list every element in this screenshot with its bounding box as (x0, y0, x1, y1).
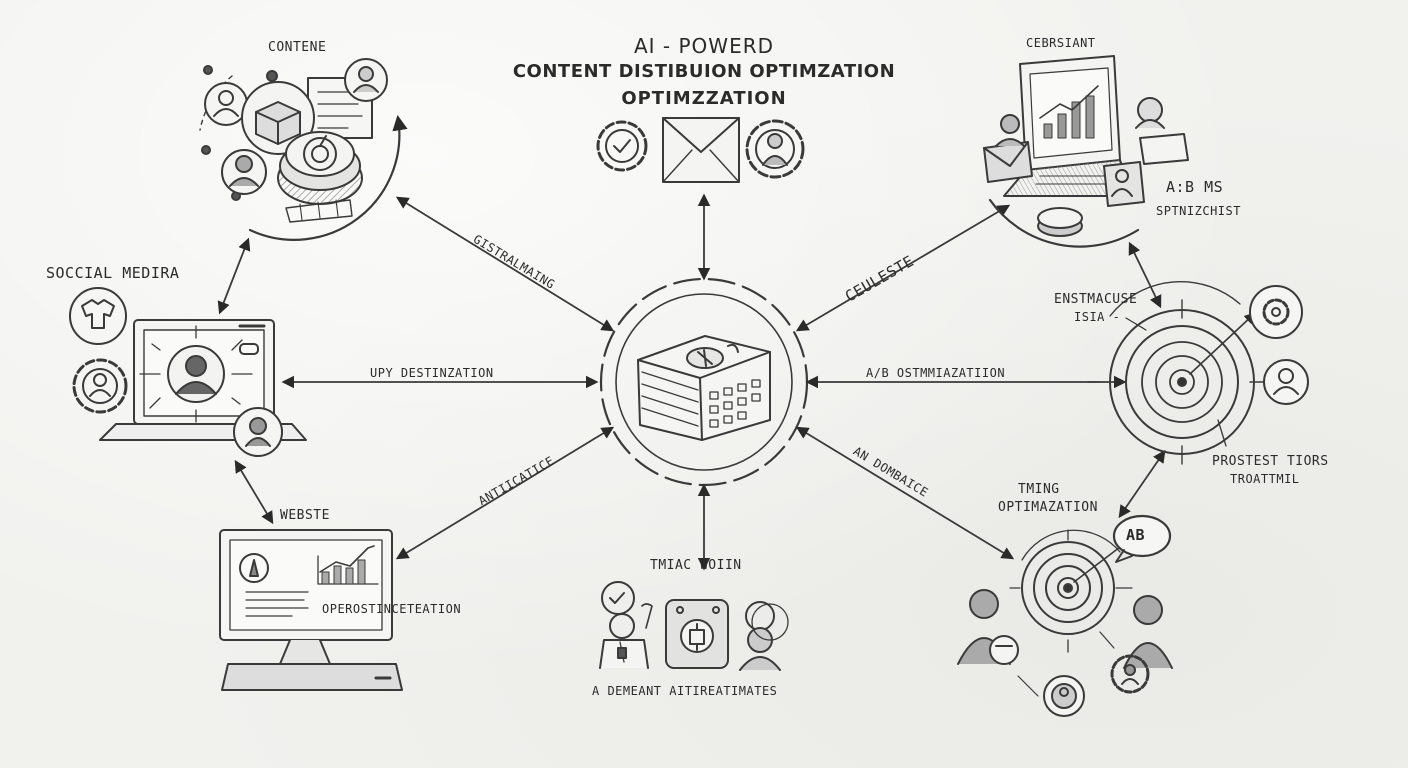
edge-target-timing (1120, 452, 1164, 516)
node-label-social-media: SOCCIAL MEDIRA (46, 264, 179, 282)
node-label-content: CONTENE (268, 40, 326, 55)
envelope-icon (663, 118, 739, 182)
node-label-top-right: CEBRSIANT (1026, 36, 1096, 50)
node-label-website: WEBSTE (280, 508, 330, 523)
timing-cluster (958, 516, 1172, 716)
node-label-right-mid-1: ENSTMACUSE (1054, 292, 1137, 307)
edge-label-left: UPY DESTINZATION (370, 366, 494, 380)
tablet-icon (666, 600, 728, 668)
envelope-icon (984, 142, 1032, 182)
top-right-cluster (984, 56, 1188, 247)
right-target-cluster (1088, 282, 1308, 464)
shirt-circle-icon (70, 288, 126, 344)
person-icon (996, 115, 1024, 146)
coin-stack-icon (1038, 208, 1082, 236)
edge-label-right: A/B OSTMMIAZATIION (866, 366, 1005, 380)
content-cluster (200, 59, 399, 240)
server-box-icon (638, 336, 770, 440)
person-circle-icon (1264, 360, 1308, 404)
bottom-center-cluster (600, 582, 788, 670)
person-circle-icon (222, 150, 266, 194)
person-circle-icon (740, 602, 788, 670)
person-figure-icon (600, 614, 648, 668)
node-label-bottom-center: A DEMEANT AITIREATIMATES (592, 684, 777, 698)
social-media-cluster (70, 288, 306, 456)
chat-check-icon (602, 582, 634, 614)
node-label-website-sub: OPEROSTINCETEATION (322, 602, 461, 616)
central-hub (601, 279, 807, 485)
title-line-3: OPTIMZZATION (0, 88, 1408, 109)
gear-circle-icon (1250, 286, 1302, 338)
node-label-right-mid-2: ISIA - (1074, 310, 1120, 324)
layered-target-icon (278, 132, 362, 204)
node-label-top-right-ab: A:B MS (1166, 178, 1223, 196)
node-label-timing-2: OPTIMAZATION (998, 500, 1098, 515)
person-figure-icon (990, 636, 1018, 664)
top-center-icons (598, 118, 803, 182)
gear-person-icon (74, 360, 126, 412)
edge-bottom-right (798, 428, 1012, 558)
title-line-2: CONTENT DISTIBUION OPTIMZATION (0, 61, 1408, 82)
person-circle-icon (1044, 676, 1084, 716)
edge-social-website (236, 462, 272, 522)
ab-bubble-label: AB (1126, 526, 1145, 544)
card-icon (1140, 134, 1188, 164)
gear-check-icon (598, 122, 646, 170)
person-circle-icon (234, 408, 282, 456)
node-label-right-bottom-2: TROATTMIL (1230, 472, 1300, 486)
node-label-right-bottom-1: PROSTEST TIORS (1212, 454, 1329, 469)
node-label-top-right-sub: SPTNIZCHIST (1156, 204, 1241, 218)
gear-person-icon (747, 121, 803, 177)
node-label-bottom-center-top: TMIAC WOIIN (650, 558, 742, 573)
edge-content-social (220, 240, 248, 312)
title-line-1: AI - POWERD (0, 34, 1408, 58)
node-label-timing-1: TMING (1018, 482, 1060, 497)
user-tablet-icon (1104, 162, 1144, 206)
